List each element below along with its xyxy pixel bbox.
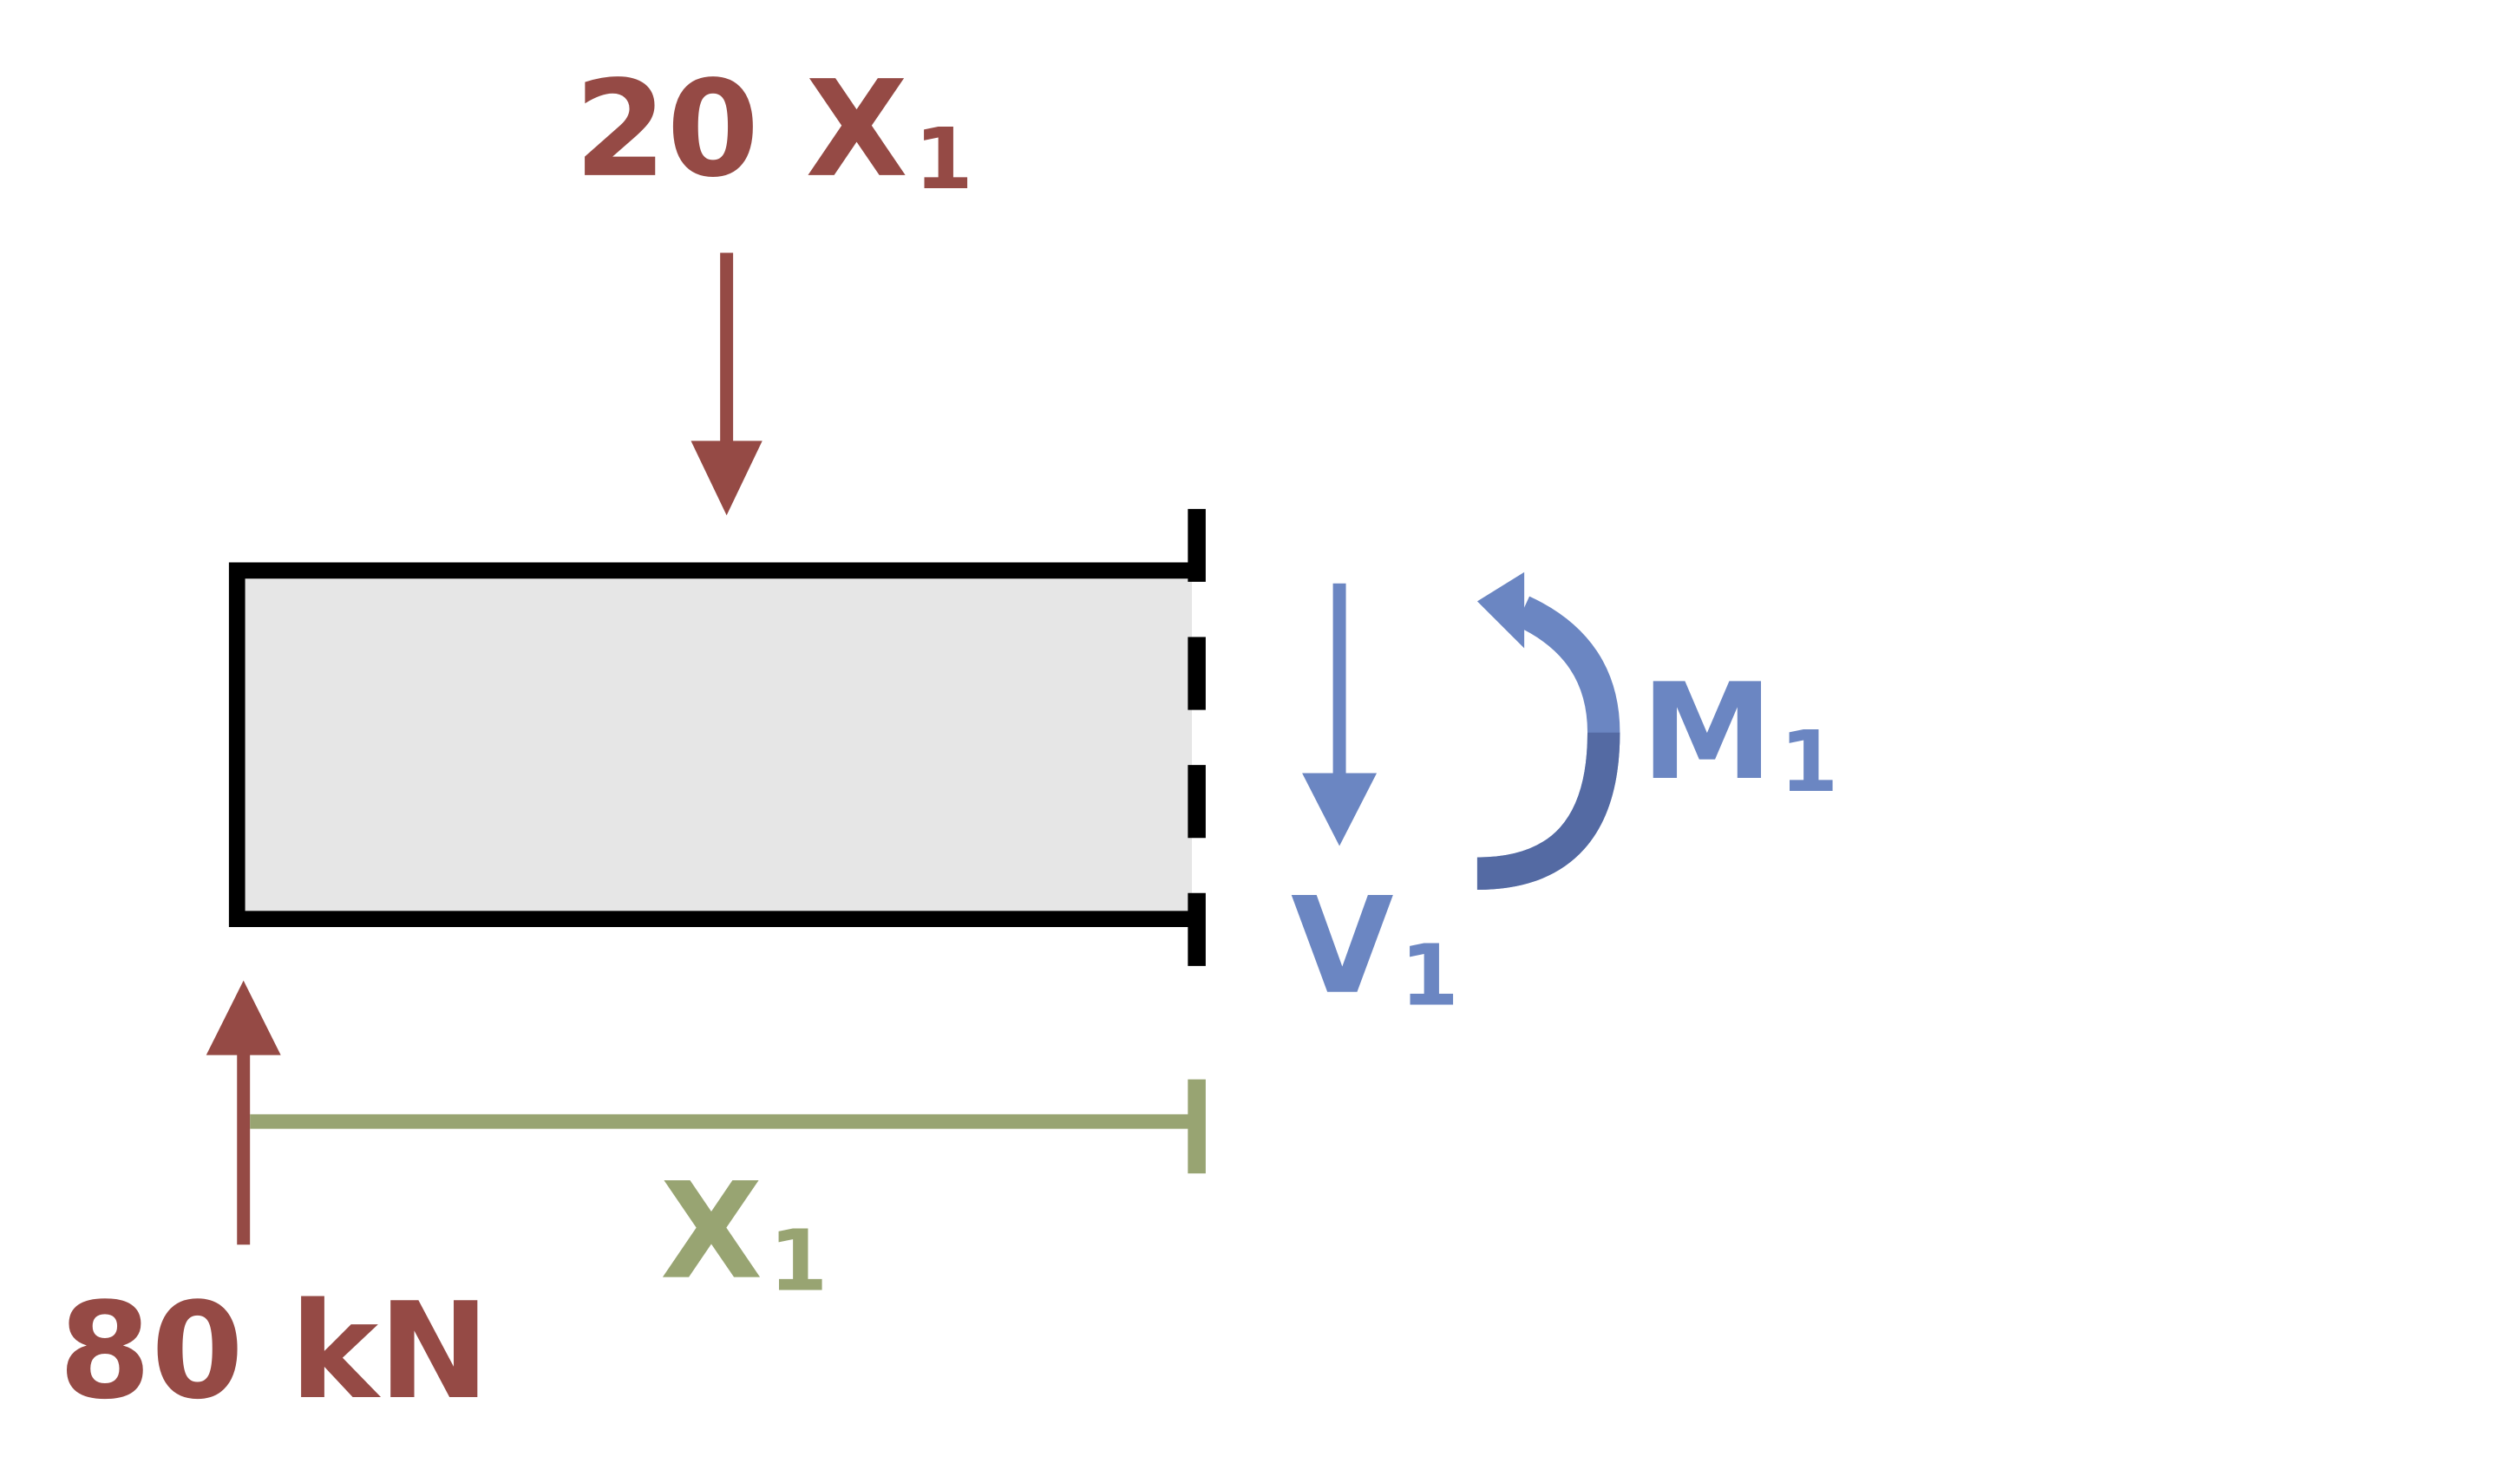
shear-label-sub: 1 (1400, 927, 1459, 1025)
beam-outline (228, 562, 1193, 928)
moment-label-main: M (1641, 656, 1774, 810)
shear-label-main: V (1291, 870, 1394, 1024)
shear-arrow (1302, 583, 1378, 846)
moment-label-sub: 1 (1780, 713, 1839, 811)
beam-segment (237, 570, 1193, 919)
distance-label-main: X (660, 1155, 763, 1310)
load-arrow-20x1 (691, 252, 763, 516)
reaction-label: 80 kN (59, 1275, 490, 1429)
moment-arrow (1476, 571, 1620, 891)
distance-dimension (250, 1079, 1206, 1174)
distance-label-sub: 1 (769, 1212, 828, 1310)
reaction-arrow-80kn (206, 980, 281, 1245)
load-label-main: 20 X (574, 53, 908, 207)
load-label-sub: 1 (914, 110, 973, 208)
